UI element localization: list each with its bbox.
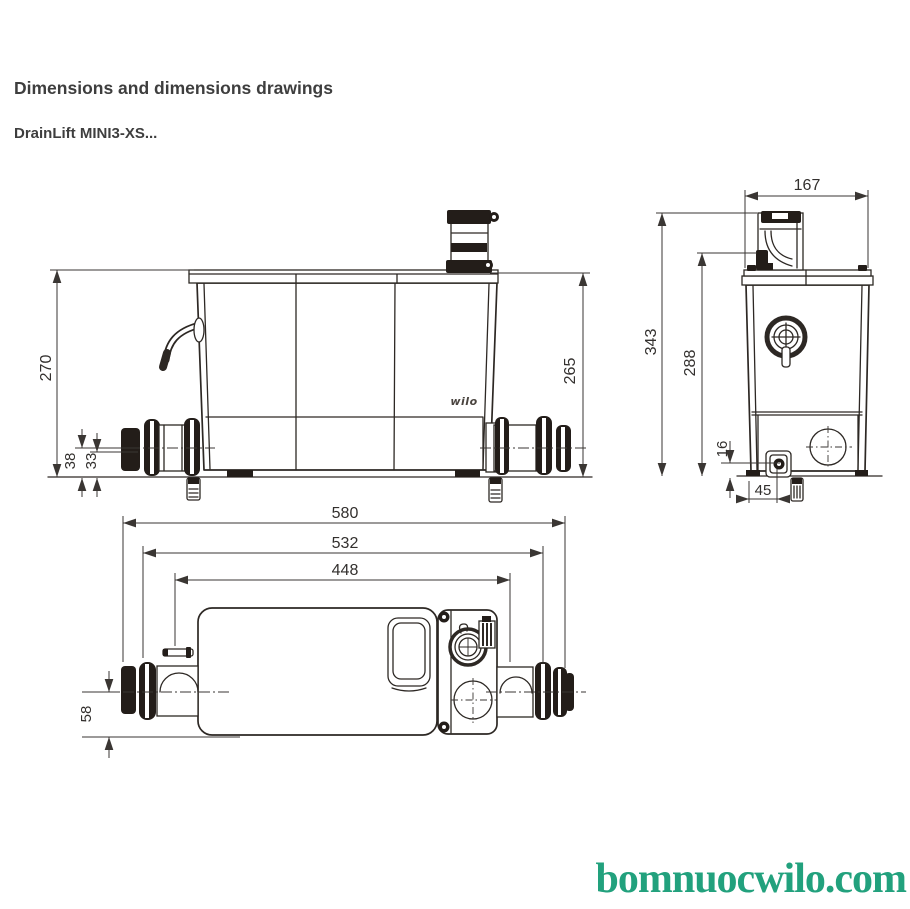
front-cable: [159, 317, 205, 371]
top-level-rod: [162, 647, 194, 658]
side-outlet-circle: [806, 426, 852, 469]
dim-side-cable-offset: 45: [755, 482, 772, 499]
dim-front-inlet-height-a: 38: [62, 453, 79, 470]
side-cable-gland: [765, 450, 792, 478]
dim-front-total-height: 270: [38, 355, 55, 382]
top-inlet-connector-left: [121, 662, 199, 720]
side-vent-connection: [756, 211, 804, 271]
dim-top-body-length: 448: [332, 562, 359, 579]
top-body: [197, 607, 498, 736]
front-drain-plugs: [186, 477, 503, 503]
dim-side-cable-height: 16: [714, 441, 731, 458]
top-access-panel: [387, 617, 431, 692]
front-feet: [227, 470, 480, 477]
dim-top-total-length: 580: [332, 505, 359, 522]
dim-side-tank-height: 288: [682, 350, 699, 377]
dim-front-inlet-height-b: 33: [83, 453, 100, 470]
front-outlet-connector: [485, 416, 571, 475]
technical-drawing: wilo 270 265 38 33: [38, 177, 883, 758]
dim-side-total-height: 343: [643, 329, 660, 356]
front-inlet-connector: [121, 418, 200, 476]
side-view: 167 343 288 16 45: [643, 177, 883, 504]
product-model: DrainLift MINI3-XS...: [14, 125, 158, 142]
front-tank: [188, 269, 499, 471]
top-dimensions: 580 532 448 58: [78, 505, 566, 758]
dim-side-top-width: 167: [794, 177, 821, 194]
front-vent-connection: [446, 210, 499, 273]
side-feet: [746, 470, 868, 476]
front-view: wilo 270 265 38 33: [38, 210, 593, 503]
side-tank: [741, 265, 874, 472]
front-dimensions: 270 265 38 33: [38, 269, 590, 497]
side-valve-knob: [764, 315, 808, 368]
wilo-logo: wilo: [450, 395, 477, 408]
dim-front-outlet-height: 265: [562, 358, 579, 385]
side-drain-plug: [790, 477, 804, 502]
dim-top-length-with-inlet: 532: [332, 535, 359, 552]
top-outlet-connector-right: [496, 662, 574, 720]
watermark: bomnuocwilo.com: [595, 856, 907, 902]
top-view: 580 532 448 58: [78, 505, 586, 758]
top-ribbed-stub: [478, 616, 496, 649]
dim-top-inlet-offset: 58: [78, 706, 95, 723]
page-title: Dimensions and dimensions drawings: [14, 78, 333, 98]
side-dimensions: 167 343 288 16 45: [643, 177, 869, 504]
top-outlet-circle: [451, 678, 498, 723]
